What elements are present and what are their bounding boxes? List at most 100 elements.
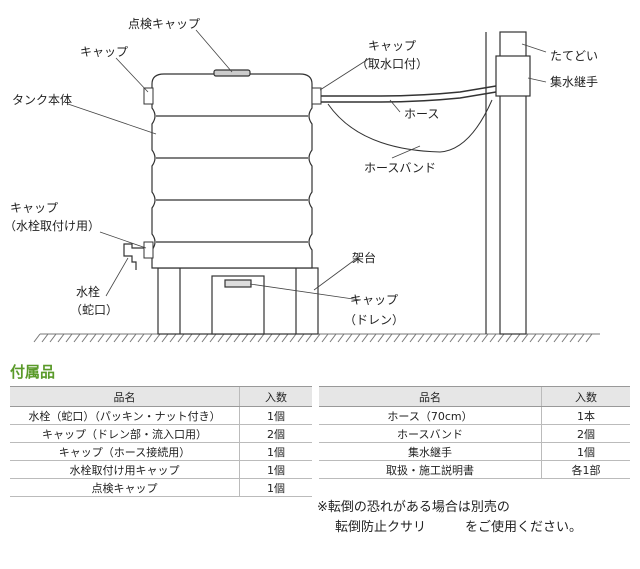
header-name: 品名 xyxy=(319,386,542,407)
hatch-mark xyxy=(409,333,417,343)
hatch-mark xyxy=(65,333,73,343)
hatch-mark xyxy=(177,333,185,343)
item-qty: 1個 xyxy=(239,478,312,497)
hatch-mark xyxy=(265,333,273,343)
hatch-mark xyxy=(505,333,513,343)
header-qty: 入数 xyxy=(239,386,312,407)
leader-lines xyxy=(67,29,547,301)
header-qty: 入数 xyxy=(541,386,630,407)
tank-diagram: 点検キャップ キャップ キャップ （取水口付） たてどい 集水継手 タンク本体 … xyxy=(4,17,600,343)
hatch-mark xyxy=(513,333,521,343)
hatch-mark xyxy=(337,333,345,343)
label-faucet-paren: （蛇口） xyxy=(70,302,118,317)
item-qty: 1個 xyxy=(239,406,312,425)
table-row: キャップ（ドレン部・流入口用）2個 xyxy=(10,424,312,443)
hatch-mark xyxy=(393,333,401,343)
table-row: 水栓（蛇口）（パッキン・ナット付き）1個 xyxy=(10,406,312,425)
ground-hatch xyxy=(33,333,600,343)
hatch-mark xyxy=(105,333,113,343)
note-line-1: ※転倒の恐れがある場合は別売の xyxy=(317,500,510,515)
hatch-mark xyxy=(153,333,161,343)
label-inspection-cap: 点検キャップ xyxy=(128,17,200,31)
label-cap: キャップ xyxy=(80,45,128,59)
item-qty: 1個 xyxy=(239,442,312,461)
label-cap-intake: キャップ xyxy=(368,39,416,53)
hatch-mark xyxy=(273,333,281,343)
hatch-mark xyxy=(457,333,465,343)
hatch-mark xyxy=(97,333,105,343)
label-downspout: たてどい xyxy=(550,49,598,63)
hatch-mark xyxy=(369,333,377,343)
hatch-mark xyxy=(313,333,321,343)
hatch-mark xyxy=(121,333,129,343)
item-qty: 1個 xyxy=(239,460,312,479)
label-collector-joint: 集水継手 xyxy=(550,74,598,89)
hatch-mark xyxy=(305,333,313,343)
label-hose-band: ホースバンド xyxy=(364,161,436,175)
label-hose: ホース xyxy=(404,107,439,121)
safety-note: ※転倒の恐れがある場合は別売の 転倒防止クサリ をご使用ください。 xyxy=(317,498,582,538)
hatch-mark xyxy=(329,333,337,343)
hatch-mark xyxy=(377,333,385,343)
hatch-mark xyxy=(217,333,225,343)
item-name: 取扱・施工説明書 xyxy=(319,460,542,479)
hatch-mark xyxy=(249,333,257,343)
item-qty: 各1部 xyxy=(541,460,630,479)
hatch-mark xyxy=(433,333,441,343)
hatch-mark xyxy=(161,333,169,343)
hatch-mark xyxy=(321,333,329,343)
label-tank-body: タンク本体 xyxy=(12,93,72,107)
item-name: 水栓（蛇口）（パッキン・ナット付き） xyxy=(10,406,240,425)
hatch-mark xyxy=(233,333,241,343)
hatch-mark xyxy=(297,333,305,343)
hatch-mark xyxy=(545,333,553,343)
hatch-mark xyxy=(553,333,561,343)
item-name: 水栓取付け用キャップ xyxy=(10,460,240,479)
hatch-mark xyxy=(73,333,81,343)
hatch-mark xyxy=(465,333,473,343)
note-line-2: 転倒防止クサリ をご使用ください。 xyxy=(335,520,583,535)
hatch-mark xyxy=(361,333,369,343)
hose-band-curve xyxy=(327,99,493,153)
hatch-mark xyxy=(33,333,41,343)
table-row: 取扱・施工説明書各1部 xyxy=(319,460,630,479)
item-name: 集水継手 xyxy=(319,442,542,461)
hatch-mark xyxy=(425,333,433,343)
hatch-mark xyxy=(113,333,121,343)
hatch-mark xyxy=(241,333,249,343)
hose-line-lower xyxy=(321,91,497,103)
hatch-mark xyxy=(49,333,57,343)
hatch-mark xyxy=(289,333,297,343)
hatch-mark xyxy=(537,333,545,343)
table-row: ホース（70cm）1本 xyxy=(319,406,630,425)
tank-body xyxy=(151,69,313,269)
hatch-mark xyxy=(577,333,585,343)
item-qty: 2個 xyxy=(239,424,312,443)
hatch-mark xyxy=(193,333,201,343)
hatch-mark xyxy=(129,333,137,343)
hatch-mark xyxy=(41,333,49,343)
item-qty: 1個 xyxy=(541,442,630,461)
hatch-mark xyxy=(209,333,217,343)
hatch-mark xyxy=(257,333,265,343)
hatch-mark xyxy=(529,333,537,343)
label-intake-paren: （取水口付） xyxy=(356,57,428,71)
hose-line xyxy=(321,85,497,97)
hatch-mark xyxy=(441,333,449,343)
table-header-row: 品名 入数 xyxy=(319,386,630,407)
hatch-mark xyxy=(489,333,497,343)
item-name: ホース（70cm） xyxy=(319,406,542,425)
tank-stand xyxy=(157,267,319,335)
hatch-mark xyxy=(353,333,361,343)
hatch-mark xyxy=(449,333,457,343)
hatch-mark xyxy=(401,333,409,343)
hatch-mark xyxy=(345,333,353,343)
label-cap-drain: キャップ xyxy=(350,293,398,307)
cap-left-marker xyxy=(143,87,154,105)
hatch-mark xyxy=(81,333,89,343)
